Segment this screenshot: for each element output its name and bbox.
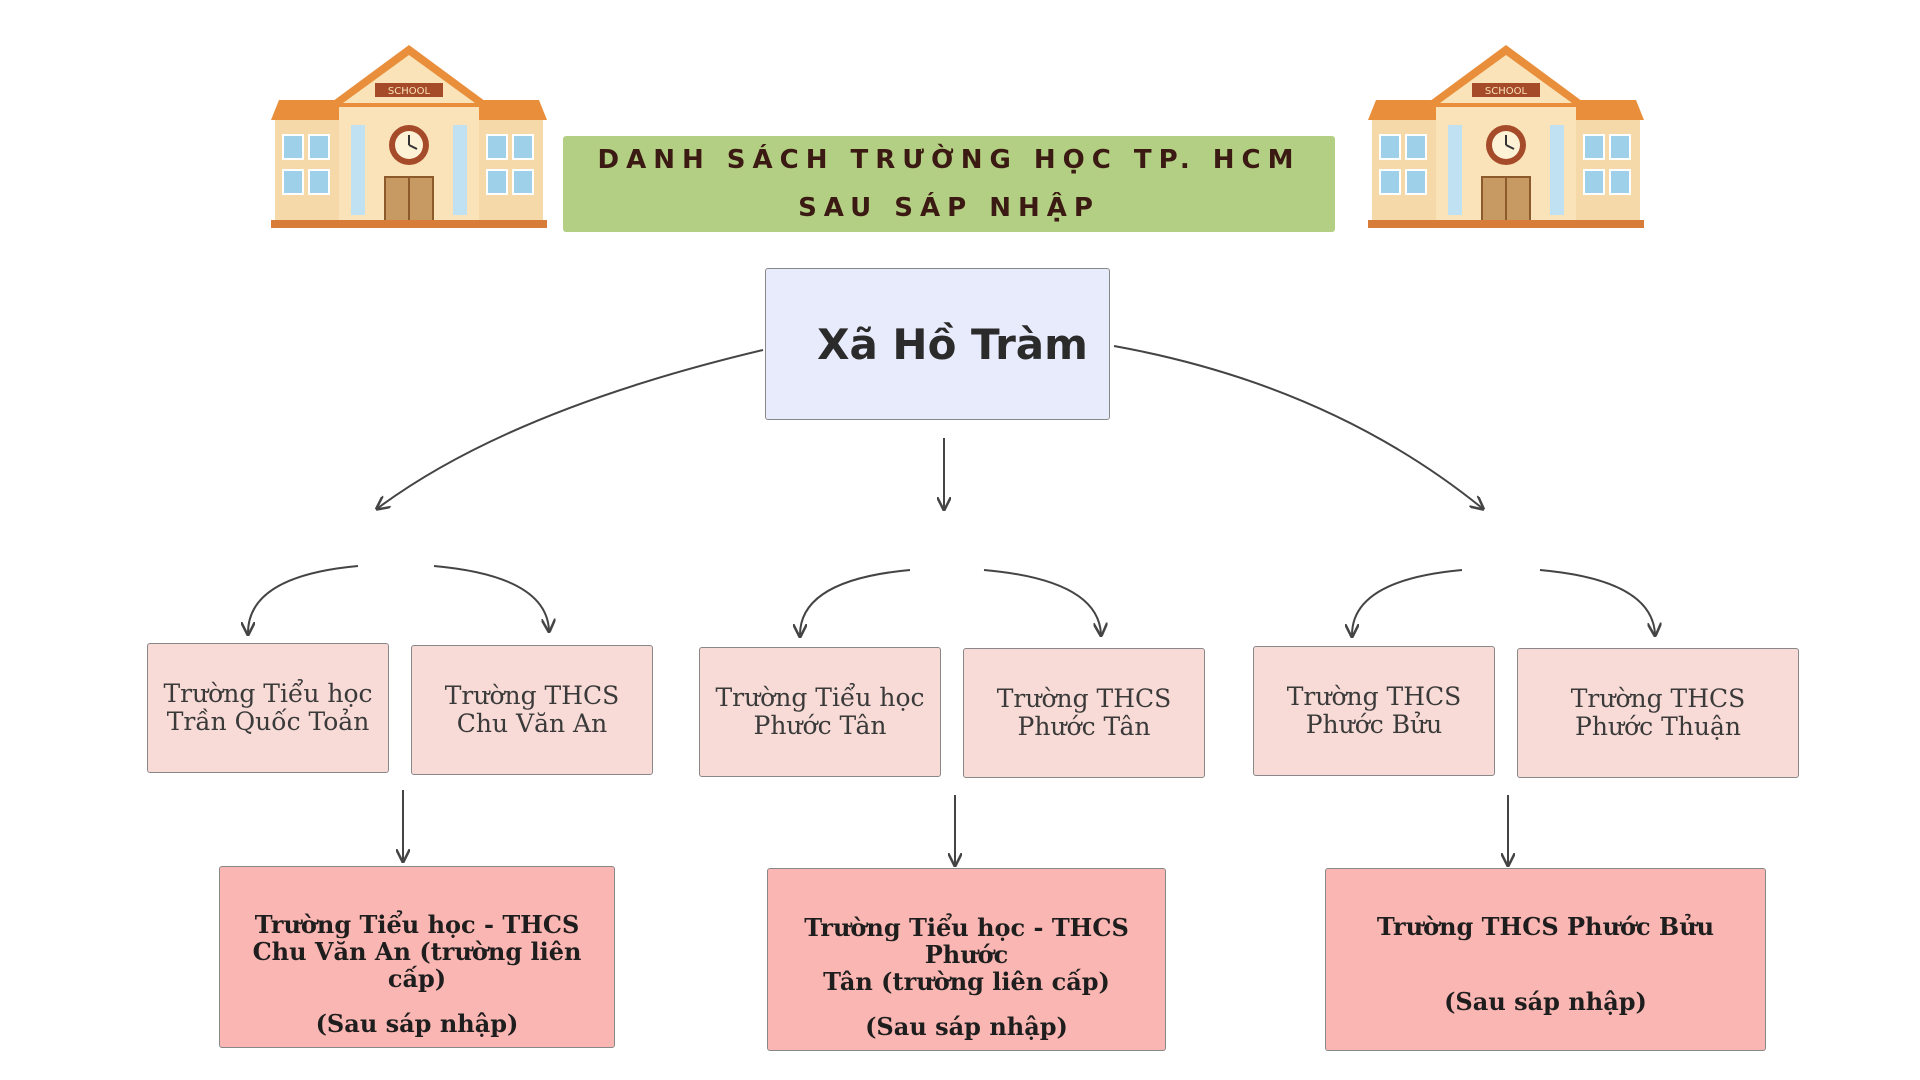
connector-root-group-1 [378,349,764,508]
school-box: Trường THCS Chu Văn An [411,645,653,775]
school-box: Trường THCS Phước Thuận [1517,648,1799,778]
connector-g3-left [1352,569,1463,635]
school-box: Trường Tiểu học Phước Tân [699,647,941,777]
connector-g2-right [983,569,1101,634]
school-sign-text: SCHOOL [1485,86,1528,97]
school-name: Trường THCS Chu Văn An [444,681,620,738]
school-name: Trường THCS Phước Thuận [1570,684,1746,741]
connector-g3-right [1539,569,1655,634]
school-name: Trường THCS Phước Bửu [1286,682,1462,739]
school-name: Trường THCS Phước Tân [996,684,1172,741]
school-box: Trường THCS Phước Bửu [1253,646,1495,776]
connector-g1-right [433,565,549,630]
connector-g1-left [248,565,359,633]
connector-root-group-3 [1113,345,1482,508]
school-name: Trường Tiểu học Trần Quốc Toản [163,679,373,736]
school-building-icon-right: SCHOOL [1367,44,1645,229]
merged-school-name: Trường THCS Phước Bửu [1376,911,1715,941]
root-label: Xã Hồ Tràm [817,319,1088,369]
title-banner: DANH SÁCH TRƯỜNG HỌC TP. HCM SAU SÁP NHẬ… [563,136,1335,232]
merged-school-note: (Sau sáp nhập) [865,1012,1068,1041]
merged-school-box: Trường THCS Phước Bửu (Sau sáp nhập) [1325,868,1766,1051]
merged-school-note: (Sau sáp nhập) [1444,986,1647,1016]
school-name: Trường Tiểu học Phước Tân [715,683,925,740]
title-line-2: SAU SÁP NHẬP [798,193,1100,223]
merged-school-name: Trường Tiểu học - THCS Chu Văn An (trườn… [252,910,582,993]
root-node: Xã Hồ Tràm [765,268,1110,420]
school-building-icon-left: SCHOOL [270,44,548,229]
school-box: Trường Tiểu học Trần Quốc Toản [147,643,389,773]
connector-g2-left [800,569,911,635]
title-line-1: DANH SÁCH TRƯỜNG HỌC TP. HCM [597,145,1301,175]
merged-school-note: (Sau sáp nhập) [315,1009,519,1038]
merged-school-box: Trường Tiểu học - THCS Chu Văn An (trườn… [219,866,615,1048]
school-box: Trường THCS Phước Tân [963,648,1205,778]
school-sign-text: SCHOOL [388,86,431,97]
merged-school-box: Trường Tiểu học - THCS Phước Tân (trường… [767,868,1166,1051]
merged-school-name: Trường Tiểu học - THCS Phước Tân (trường… [804,913,1129,996]
